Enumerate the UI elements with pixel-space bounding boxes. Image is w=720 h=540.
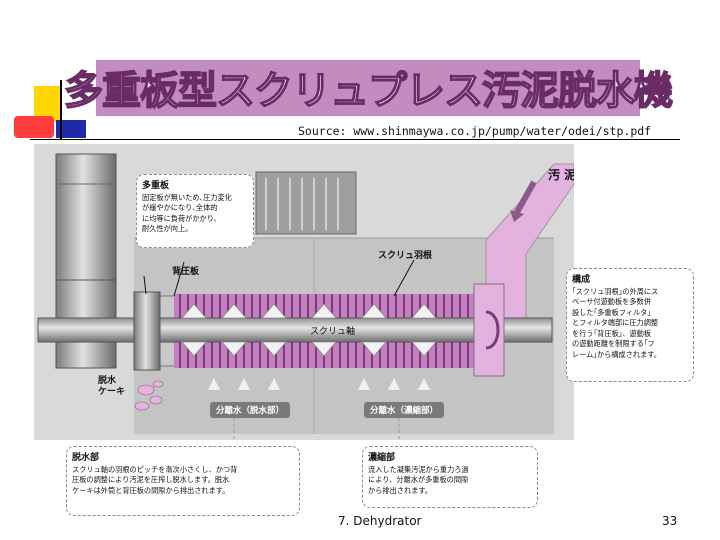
callout-dewatering-title: 脱水部	[72, 453, 100, 463]
label-screw-blade: スクリュ羽根	[378, 251, 433, 261]
label-backpressure-plate: 背圧板	[172, 267, 200, 277]
screw-flights	[181, 303, 437, 357]
photo-inset	[255, 171, 357, 235]
callout-thickening-title: 濃縮部	[368, 453, 396, 463]
label-separated-water-dewatering: 分離水（脱水部）	[210, 402, 291, 418]
backpressure-plate	[133, 291, 161, 371]
slide-footer-text: 7. Dehydrator	[338, 514, 422, 528]
callout-thickening-body: 流入した凝集汚泥から重力ろ過 により、分離水が多重板の間隙 から排出されます。	[368, 465, 469, 495]
source-citation: Source: www.shinmaywa.co.jp/pump/water/o…	[298, 124, 652, 138]
callout-thickening-section: 濃縮部 流入した凝集汚泥から重力ろ過 により、分離水が多重板の間隙 から排出され…	[362, 446, 538, 508]
label-dewatered-cake: 脱水 ケーキ	[98, 376, 126, 397]
label-sludge: 汚 泥	[548, 168, 574, 182]
decor-vertical-line	[60, 80, 62, 140]
callout-dewatering-body: スクリュ軸の羽根のピッチを漸次小さくし、かつ背 圧板の調整により汚泥を圧搾し脱水…	[72, 465, 238, 495]
dewatered-cake	[134, 380, 164, 411]
slide-page-number: 33	[662, 514, 678, 528]
title-banner: 多重板型スクリュプレス汚泥脱水機	[63, 60, 674, 116]
callout-structure: 構成 ｢スクリュ羽根｣の外周にス ペーサ付遊動板を多数併 設した｢多重板フィルタ…	[566, 268, 694, 382]
separated-water-drops	[208, 378, 430, 390]
diagram-drawing	[37, 153, 574, 440]
decor-blue-square	[56, 120, 86, 138]
callout-dewatering-section: 脱水部 スクリュ軸の羽根のピッチを漸次小さくし、かつ背 圧板の調整により汚泥を圧…	[66, 446, 300, 516]
callout-multi-plate-body: 固定板が無いため､圧力変化 が緩やかになり､全体的 に均等に負荷がかかり､ 耐久…	[142, 193, 232, 234]
callout-multi-plate: 多重板 固定板が無いため､圧力変化 が緩やかになり､全体的 に均等に負荷がかかり…	[136, 174, 254, 248]
callout-multi-plate-title: 多重板	[142, 181, 170, 191]
label-separated-water-thickening: 分離水（濃縮部）	[364, 402, 445, 418]
callout-structure-title: 構成	[572, 275, 591, 285]
label-screw-shaft: スクリュ軸	[310, 327, 356, 337]
decor-red-bar	[14, 116, 54, 138]
screw-press-diagram: 汚 泥 背圧板 スクリュ羽根 スクリュ軸 脱水 ケーキ 分離水（脱水部） 分離水…	[34, 144, 574, 440]
screw-shaft	[37, 317, 553, 343]
slide-title: 多重板型スクリュプレス汚泥脱水機	[63, 68, 674, 115]
title-underline	[30, 139, 680, 140]
motor-top	[55, 153, 117, 281]
callout-structure-body: ｢スクリュ羽根｣の外周にス ペーサ付遊動板を多数併 設した｢多重板フィルタ｣ と…	[572, 287, 661, 359]
